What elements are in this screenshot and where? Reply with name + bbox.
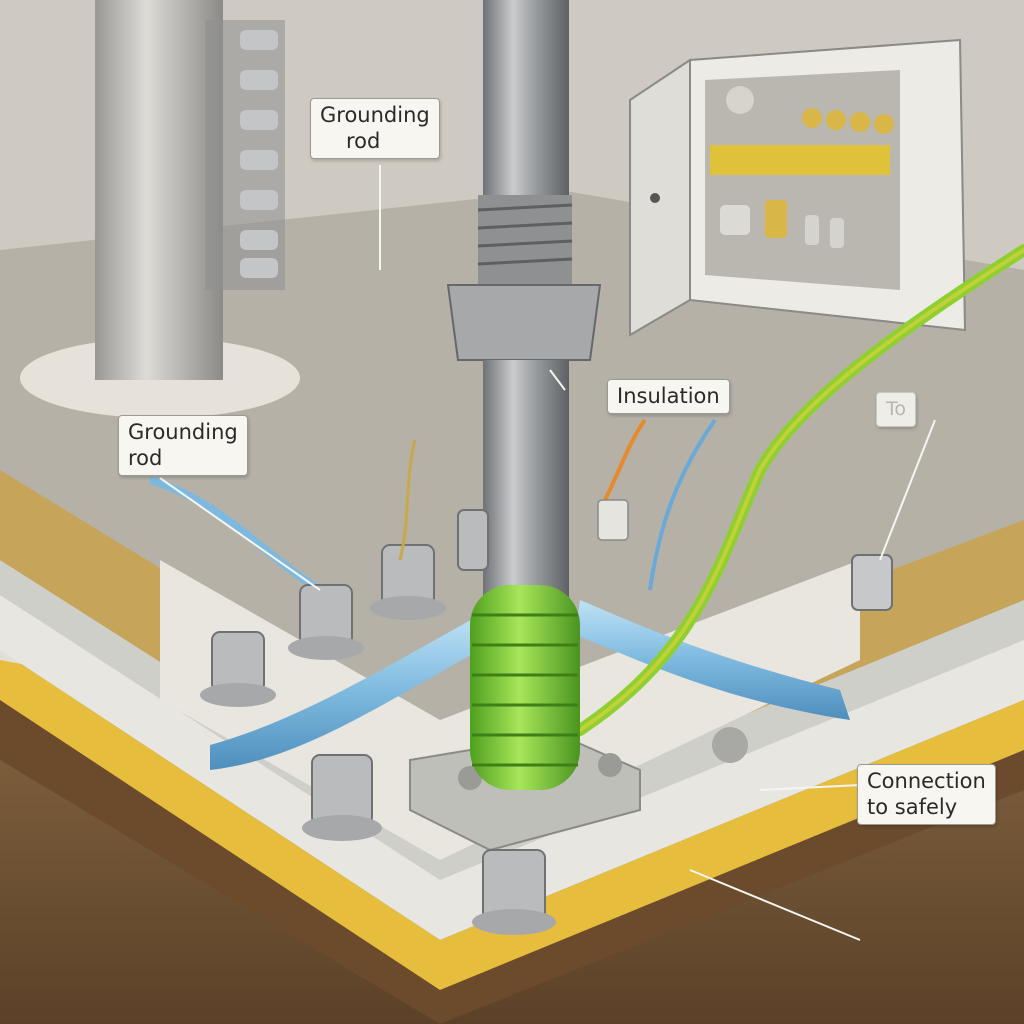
- leader-lines: [159, 165, 936, 941]
- label-to: To: [876, 392, 917, 427]
- cabinet-door: [629, 58, 691, 337]
- electrical-cabinet: [629, 38, 967, 337]
- bolt: [288, 584, 364, 660]
- label-line: rod: [346, 129, 381, 153]
- bolt: [302, 754, 382, 841]
- anchor-bolts: [200, 509, 893, 935]
- label-insulation: Insulation: [607, 379, 730, 414]
- label-line: Grounding: [320, 103, 430, 127]
- label-line: rod: [128, 446, 163, 470]
- label-grounding-rod-left: Grounding rod: [118, 415, 248, 476]
- bolt: [472, 849, 556, 935]
- label-grounding-rod-top: Grounding rod: [310, 98, 440, 159]
- bolt: [457, 509, 489, 571]
- door-latch: [650, 193, 660, 203]
- bolt: [370, 544, 446, 620]
- bolt: [200, 631, 276, 707]
- green-coil: [470, 585, 580, 790]
- rod-clamp: [446, 284, 602, 361]
- utility-pole: [20, 0, 300, 418]
- grounding-rod: [446, 0, 602, 600]
- label-connection: Connection to safely: [857, 764, 996, 825]
- label-line: Grounding: [128, 420, 238, 444]
- insulator-stack: [205, 20, 285, 290]
- label-line: Connection: [867, 769, 986, 793]
- bolt: [851, 554, 893, 611]
- signal-wires: [398, 418, 717, 591]
- label-line: to safely: [867, 795, 958, 819]
- bus-bar: [710, 145, 890, 175]
